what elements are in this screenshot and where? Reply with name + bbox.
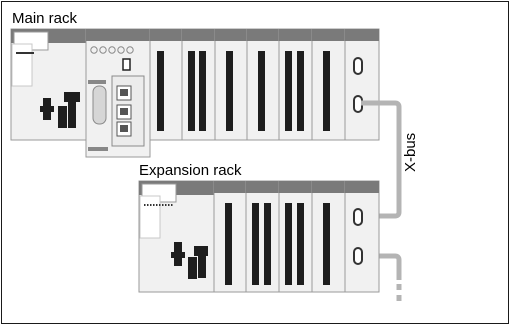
- led-icon: [90, 46, 98, 54]
- bus-connector-icon: [353, 208, 363, 226]
- expansion-io-modules: [213, 180, 346, 293]
- x-bus-cable: X-bus: [361, 100, 419, 304]
- diagram-frame: Main rack: [1, 1, 509, 324]
- main-rack-label: Main rack: [12, 10, 78, 27]
- switch-icon: [122, 58, 131, 71]
- bus-connector-icon: [353, 95, 363, 113]
- bus-connector-icon: [353, 57, 363, 75]
- main-io-modules: [149, 28, 346, 141]
- expansion-rack-label: Expansion rack: [139, 162, 242, 179]
- main-rack: Main rack: [10, 10, 380, 158]
- rack-diagram: Main rack: [10, 10, 419, 304]
- expansion-rack: Expansion rack: [138, 162, 380, 293]
- expansion-bus-interface-module: [344, 180, 380, 293]
- main-bus-interface-module: [344, 28, 380, 141]
- card-slot-icon: [92, 85, 107, 125]
- bus-connector-icon: [353, 247, 363, 265]
- x-bus-label: X-bus: [402, 133, 419, 172]
- main-power-supply-module: [10, 28, 87, 141]
- expansion-power-supply-module: [138, 180, 215, 293]
- main-cpu-module: [85, 28, 151, 158]
